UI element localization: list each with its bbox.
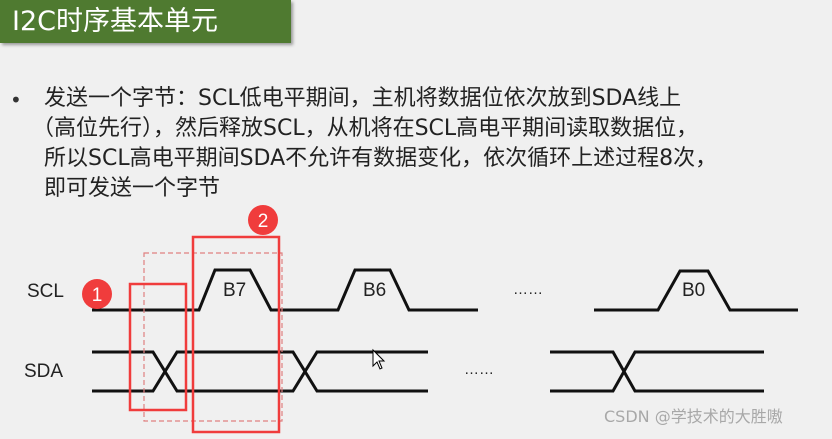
slide-title: I2C时序基本单元 (0, 0, 291, 43)
sda-signal-high (92, 350, 428, 393)
bit-label-b7: B7 (223, 280, 246, 301)
scl-ellipsis: …… (513, 281, 543, 298)
scl-label: SCL (27, 281, 64, 302)
bit-label-b0: B0 (682, 280, 705, 301)
scl-signal-end (594, 269, 798, 312)
bullet-icon: • (10, 88, 22, 112)
highlight-dashed-box (143, 252, 283, 422)
highlight-box-1 (128, 282, 188, 412)
highlight-box-2 (191, 235, 281, 434)
desc-line: 所以SCL高电平期间SDA不允许有数据变化，依次循环上述过程8次， (44, 146, 718, 171)
desc-line: 即可发送一个字节 (44, 176, 221, 201)
sda-signal-high-end (550, 350, 764, 393)
desc-line: 发送一个字节：SCL低电平期间，主机将数据位依次放到SDA线上 (44, 86, 682, 111)
marker-2-label: 2 (258, 211, 269, 232)
cursor-icon (372, 348, 386, 370)
marker-1-label: 1 (92, 285, 103, 306)
sda-label: SDA (24, 361, 63, 382)
sda-signal-low-end (550, 350, 764, 393)
marker-1 (82, 279, 112, 309)
marker-2 (248, 205, 278, 235)
description: 发送一个字节：SCL低电平期间，主机将数据位依次放到SDA线上 （高位先行），然… (32, 84, 832, 204)
scl-signal (92, 268, 478, 312)
desc-line: （高位先行），然后释放SCL，从机将在SCL高电平期间读取数据位， (32, 116, 699, 141)
watermark: CSDN @学技术的大胜嗷 (604, 407, 783, 426)
sda-ellipsis: …… (464, 361, 494, 378)
bit-label-b6: B6 (363, 280, 386, 301)
sda-signal-low (92, 350, 428, 393)
